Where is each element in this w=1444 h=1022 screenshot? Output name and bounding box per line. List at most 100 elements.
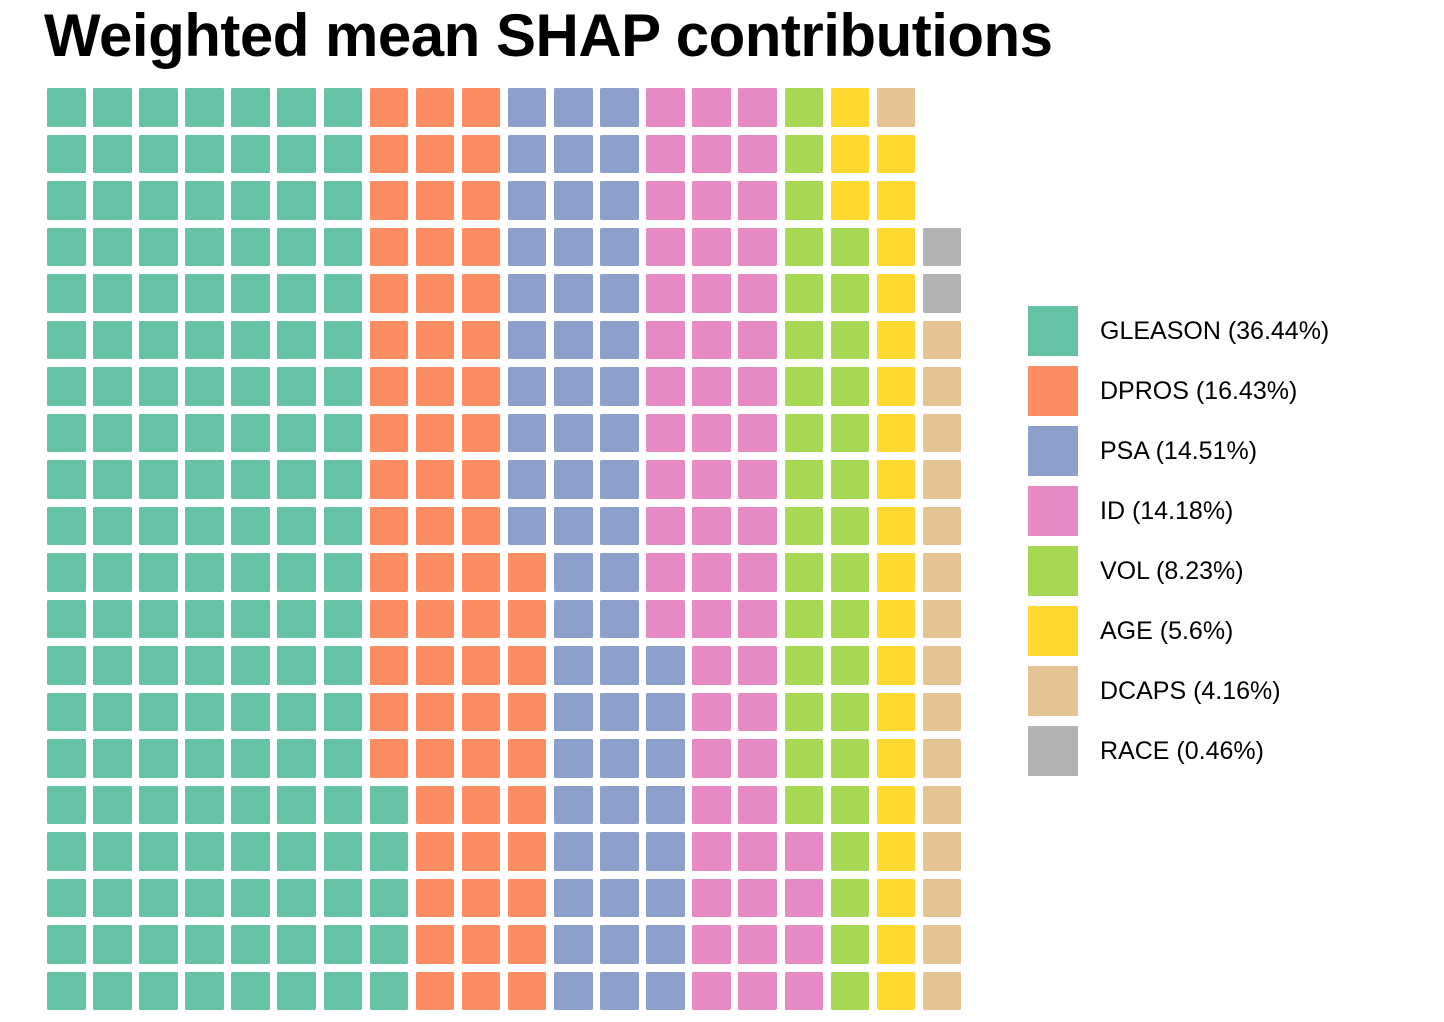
legend-swatch-dpros bbox=[1028, 366, 1078, 416]
waffle-cell bbox=[277, 832, 316, 871]
waffle-cell bbox=[323, 413, 363, 452]
waffle-cell bbox=[784, 785, 823, 824]
waffle-cell bbox=[876, 739, 916, 778]
waffle-cell bbox=[692, 320, 731, 359]
waffle-cell bbox=[323, 88, 363, 127]
waffle-cell bbox=[507, 925, 547, 964]
waffle-cell bbox=[461, 506, 501, 545]
waffle-cell bbox=[185, 460, 224, 499]
waffle-cell bbox=[369, 739, 409, 778]
waffle-cell bbox=[185, 506, 224, 545]
waffle-cell bbox=[784, 506, 823, 545]
waffle-cell bbox=[876, 88, 916, 127]
waffle-cell bbox=[139, 134, 178, 173]
waffle-cell-empty bbox=[923, 135, 962, 174]
waffle-cell bbox=[692, 227, 731, 266]
waffle-cell bbox=[185, 88, 224, 127]
waffle-cell bbox=[277, 925, 316, 964]
waffle-cell bbox=[139, 506, 178, 545]
waffle-cell bbox=[922, 599, 962, 638]
waffle-cell bbox=[277, 88, 316, 127]
waffle-cell bbox=[369, 599, 409, 638]
waffle-cell bbox=[876, 506, 916, 545]
waffle-cell bbox=[323, 878, 363, 917]
waffle-cell bbox=[93, 274, 132, 313]
waffle-cell bbox=[784, 413, 823, 452]
waffle-cell bbox=[692, 692, 731, 731]
waffle-cell bbox=[876, 832, 916, 871]
waffle-cell bbox=[876, 599, 916, 638]
waffle-cell bbox=[692, 181, 731, 220]
waffle-cell bbox=[47, 134, 86, 173]
waffle-cell bbox=[185, 832, 224, 871]
waffle-cell bbox=[784, 971, 823, 1010]
waffle-cell bbox=[369, 227, 409, 266]
waffle-cell bbox=[507, 553, 547, 592]
waffle-cell bbox=[277, 227, 316, 266]
waffle-cell bbox=[139, 878, 178, 917]
waffle-cell-empty bbox=[923, 181, 962, 220]
waffle-cell bbox=[784, 227, 823, 266]
waffle-cell bbox=[738, 785, 777, 824]
waffle-cell bbox=[554, 785, 593, 824]
waffle-cell bbox=[876, 692, 916, 731]
waffle-cell bbox=[738, 646, 777, 685]
waffle-cell bbox=[461, 739, 501, 778]
waffle-cell bbox=[692, 599, 731, 638]
waffle-cell bbox=[784, 274, 823, 313]
waffle-cell bbox=[600, 134, 639, 173]
waffle-cell bbox=[600, 227, 639, 266]
waffle-cell bbox=[415, 692, 455, 731]
waffle-cell bbox=[231, 925, 270, 964]
waffle-cell bbox=[738, 506, 777, 545]
waffle-cell bbox=[876, 785, 916, 824]
waffle-cell bbox=[47, 832, 86, 871]
legend-swatch-dcaps bbox=[1028, 666, 1078, 716]
waffle-cell-empty bbox=[923, 88, 962, 127]
waffle-cell bbox=[646, 88, 685, 127]
waffle-cell bbox=[554, 692, 593, 731]
waffle-cell bbox=[277, 739, 316, 778]
waffle-cell bbox=[784, 832, 823, 871]
waffle-cell bbox=[461, 274, 501, 313]
waffle-cell bbox=[461, 460, 501, 499]
waffle-cell bbox=[830, 878, 870, 917]
waffle-cell bbox=[461, 971, 501, 1010]
waffle-cell bbox=[231, 181, 270, 220]
legend-item-race: RACE (0.46%) bbox=[1028, 726, 1329, 776]
waffle-cell bbox=[600, 646, 639, 685]
waffle-cell bbox=[231, 971, 270, 1010]
waffle-cell bbox=[277, 506, 316, 545]
waffle-cell bbox=[277, 785, 316, 824]
waffle-cell bbox=[323, 134, 363, 173]
waffle-cell bbox=[415, 971, 455, 1010]
waffle-cell bbox=[738, 274, 777, 313]
waffle-cell bbox=[554, 553, 593, 592]
waffle-cell bbox=[369, 971, 409, 1010]
waffle-cell bbox=[922, 320, 962, 359]
waffle-cell bbox=[185, 320, 224, 359]
waffle-cell bbox=[830, 646, 870, 685]
waffle-cell bbox=[323, 599, 363, 638]
waffle-cell bbox=[554, 320, 593, 359]
waffle-cell bbox=[415, 832, 455, 871]
waffle-cell bbox=[369, 832, 409, 871]
waffle-cell bbox=[922, 971, 962, 1010]
waffle-cell bbox=[415, 460, 455, 499]
waffle-cell bbox=[93, 506, 132, 545]
waffle-cell bbox=[231, 413, 270, 452]
waffle-cell bbox=[876, 878, 916, 917]
waffle-cell bbox=[922, 925, 962, 964]
waffle-cell bbox=[139, 785, 178, 824]
waffle-cell bbox=[876, 134, 916, 173]
waffle-cell bbox=[185, 599, 224, 638]
waffle-cell bbox=[692, 878, 731, 917]
waffle-cell bbox=[507, 878, 547, 917]
waffle-cell bbox=[876, 971, 916, 1010]
waffle-cell bbox=[600, 320, 639, 359]
waffle-cell bbox=[461, 134, 501, 173]
waffle-cell bbox=[461, 320, 501, 359]
waffle-cell bbox=[47, 739, 86, 778]
waffle-cell bbox=[784, 646, 823, 685]
waffle-cell bbox=[369, 134, 409, 173]
